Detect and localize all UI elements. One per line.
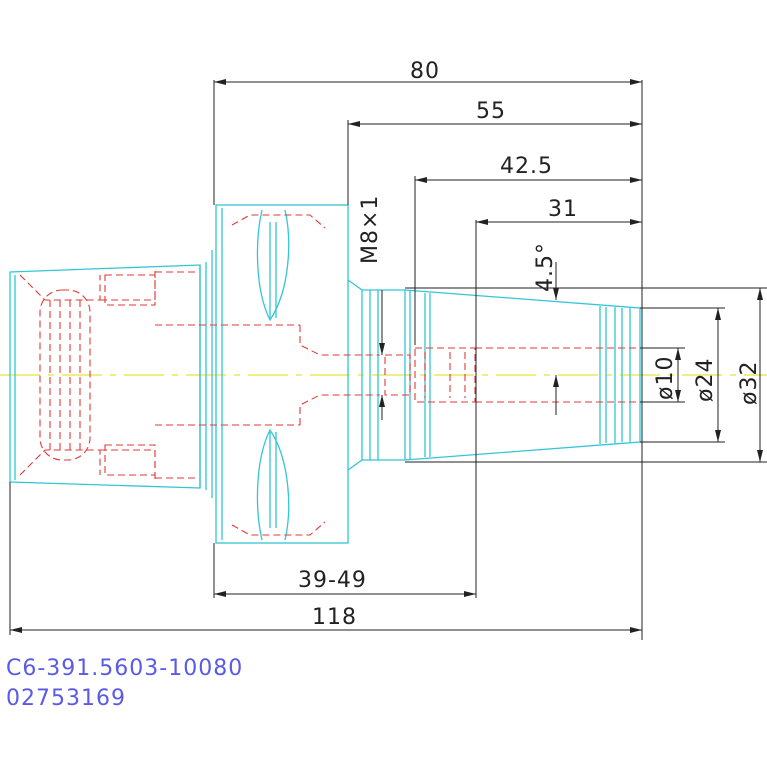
part-code: C6-391.5603-10080 [6, 656, 243, 681]
dim-42-5-label: 42.5 [500, 154, 553, 179]
angle-label: 4.5° [533, 242, 558, 292]
tool-outline [9, 204, 641, 544]
dim-31-label: 31 [548, 197, 578, 222]
hidden-lines [19, 214, 640, 536]
dimension-lines [9, 79, 767, 640]
thread-label: M8×1 [358, 195, 383, 264]
dim-80-label: 80 [410, 59, 440, 84]
dim-118-label: 118 [312, 605, 357, 630]
dia-24-label: ø24 [693, 358, 718, 402]
dia-32-label: ø32 [737, 361, 762, 405]
dia-10-label: ø10 [653, 356, 678, 400]
dim-39-49-label: 39-49 [298, 568, 367, 593]
part-number: 02753169 [6, 686, 126, 711]
dim-55-label: 55 [476, 99, 506, 124]
